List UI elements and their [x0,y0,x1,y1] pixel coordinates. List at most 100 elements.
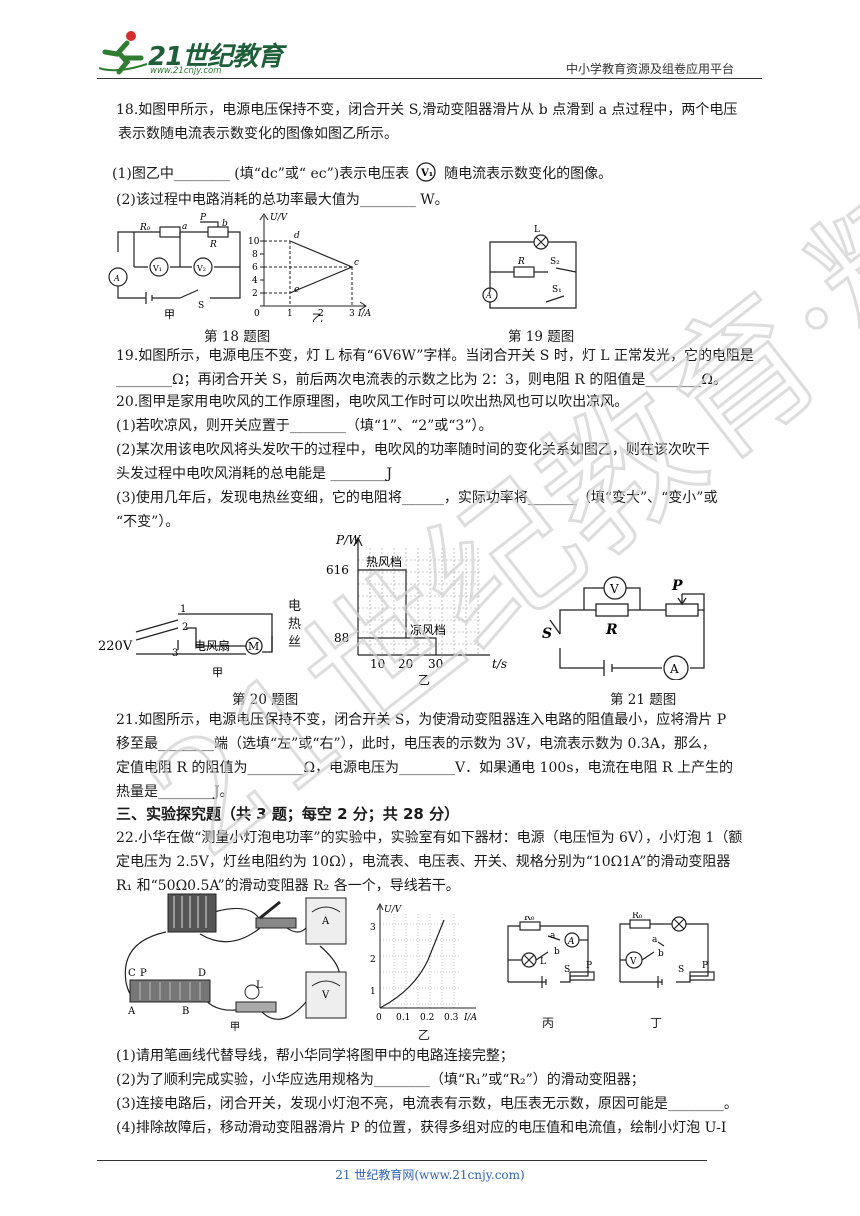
q18-line2: 表示数随电流表示数变化的图像如图乙所示。 [118,126,398,142]
svg-text:6: 6 [252,263,258,273]
q21-line1: 21.如图所示，电源电压保持不变，闭合开关 S，为使滑动变阻器连入电路的阻值最小… [116,712,727,728]
svg-text:S: S [564,965,570,975]
svg-text:616: 616 [326,563,349,577]
svg-text:L: L [534,225,540,235]
q22-line3: R₁ 和“50Ω0.5A”的滑动变阻器 R₂ 各一个，导线若干。 [116,878,460,894]
fig19-circuit: L R S₂ A S₁ [482,225,577,309]
svg-text:S₂: S₂ [550,257,560,267]
q20-part2a: (2)某次用该电吹风将头发吹干的过程中，电吹风的功率随时间的变化关系如图乙，则在… [116,442,710,458]
q20-line1: 20.图甲是家用电吹风的工作原理图，电吹风工作时可以吹出热风也可以吹出凉风。 [116,394,629,410]
svg-text:R₀: R₀ [632,912,643,921]
svg-text:S₁: S₁ [552,285,562,295]
footer-divider [97,1160,707,1161]
fig20-label-yi: 乙 [418,673,430,687]
fig20-fan-label: 电风扇 [194,638,230,653]
svg-text:I/A: I/A [357,309,372,319]
svg-text:A: A [321,916,330,927]
svg-text:20: 20 [398,657,413,671]
fig19-caption: 第 19 题图 [508,329,575,345]
svg-text:3: 3 [349,309,355,319]
voltmeter-v1-icon: V₁ [416,162,436,182]
svg-text:b: b [554,947,560,957]
svg-text:R: R [209,240,217,250]
svg-text:D: D [198,968,206,979]
svg-text:V: V [629,957,637,967]
footer-link[interactable]: 21 世纪教育网(www.21cnjy.com) [335,1168,525,1182]
svg-text:1: 1 [287,309,293,319]
svg-text:S: S [678,965,684,975]
q22-part4: (4)排除故障后，移动滑动变阻器滑片 P 的位置，获得多组对应的电压值和电流值，… [116,1120,727,1136]
svg-text:8: 8 [252,250,258,260]
svg-text:a: a [652,935,658,945]
svg-text:P: P [140,968,147,979]
fig20-voltage-label: 220V [98,639,133,654]
svg-text:R₀: R₀ [524,916,535,923]
fig21-caption: 第 21 题图 [610,692,677,708]
svg-text:10: 10 [370,657,385,671]
fig18-lines [289,240,354,294]
q18-line1: 18.如图甲所示，电源电压保持不变，闭合开关 S,滑动变阻器滑片从 b 点滑到 … [116,102,738,118]
q19-line1: 19.如图所示，电源电压不变，灯 L 标有“6V6W”字样。当闭合开关 S 时，… [116,348,755,364]
ui-curve [379,919,445,1009]
q22-line2: 定电压为 2.5V，灯丝电阻约为 10Ω），电流表、电压表、开关、规格分别为“1… [116,854,731,870]
fig18-circuit: R₀ a P b R V₁ V₂ A S 甲 [108,213,241,320]
q21-line3: 定值电阻 R 的阻值为________Ω，电源电压为________V．如果通电… [116,760,733,776]
svg-text:4: 4 [252,276,258,286]
svg-text:V₁: V₁ [420,168,433,179]
svg-text:L: L [256,980,263,991]
q22-line1: 22.小华在做“测量小灯泡电功率”的实验中，实验室有如下器材：电源（电压恒为 6… [116,830,743,846]
svg-text:M: M [248,640,259,653]
svg-text:A: A [127,1006,136,1017]
fig18-caption: 第 18 题图 [204,329,271,345]
svg-text:V: V [609,582,619,596]
fig22-circuit-bing: R₀ ab A L S P [507,916,595,988]
fig18-label-jia: 甲 [164,308,175,320]
fig20-label-jia: 甲 [212,666,223,679]
logo-text: 21世纪教育 [148,42,283,72]
fig20-caption: 第 20 题图 [232,692,299,708]
svg-text:P: P [671,578,683,594]
svg-text:e: e [294,285,299,295]
svg-text:P: P [586,961,592,971]
runner-logo-icon [98,31,148,75]
svg-text:3: 3 [172,648,178,659]
q22-part2: (2)为了顺利完成实验，小华应选用规格为________（填“R₁”或“R₂”）… [116,1072,645,1088]
svg-text:I/A: I/A [463,1013,478,1023]
svg-text:b: b [222,219,228,229]
fig22-label-ding: 丁 [650,1016,663,1030]
svg-text:0: 0 [376,1013,382,1023]
q20-part3b: “不变”）。 [116,514,180,530]
svg-text:S: S [198,301,204,311]
q18-part1-b: 随电流表示数变化的图像。 [444,166,613,182]
svg-text:U/V: U/V [384,905,403,915]
svg-text:V₂: V₂ [196,264,206,273]
fig22-label-bing: 丙 [542,1016,555,1030]
q20-part3a: (3)使用几年后，发现电热丝变细，它的电阻将______，实际功率将______… [116,490,718,506]
svg-text:A: A [567,937,575,947]
svg-text:a: a [182,222,187,232]
svg-text:2: 2 [252,289,258,299]
svg-text:0.1: 0.1 [396,1013,410,1023]
svg-text:S: S [542,626,552,642]
hot-air-label: 热风档 [366,555,402,569]
fan-motor-icon [245,637,263,655]
q18-part2: (2)该过程中电路消耗的总功率最大值为________ W。 [116,192,449,208]
svg-text:P: P [702,961,708,971]
svg-text:0: 0 [254,309,260,319]
svg-text:1: 1 [180,604,186,615]
svg-text:1: 1 [370,987,376,997]
q22-part1: (1)请用笔画线代替导线，帮小华同学将图甲中的电路连接完整； [116,1048,514,1064]
fig22-circuit-ding: R₀ ab V S P [619,912,715,988]
svg-text:d: d [294,231,300,241]
svg-text:2: 2 [182,622,188,633]
fig18-label-yi: 乙 [312,312,323,322]
logo-url: www.21cnjy.com [150,66,222,76]
svg-text:2: 2 [318,309,324,319]
svg-text:3: 3 [370,923,376,933]
svg-text:88: 88 [334,631,349,645]
fig20-circuit: M 1 2 3 220V 电风扇 甲 [98,604,273,679]
svg-text:0.2: 0.2 [420,1013,434,1023]
fig21-circuit: V A R P S [542,576,705,680]
